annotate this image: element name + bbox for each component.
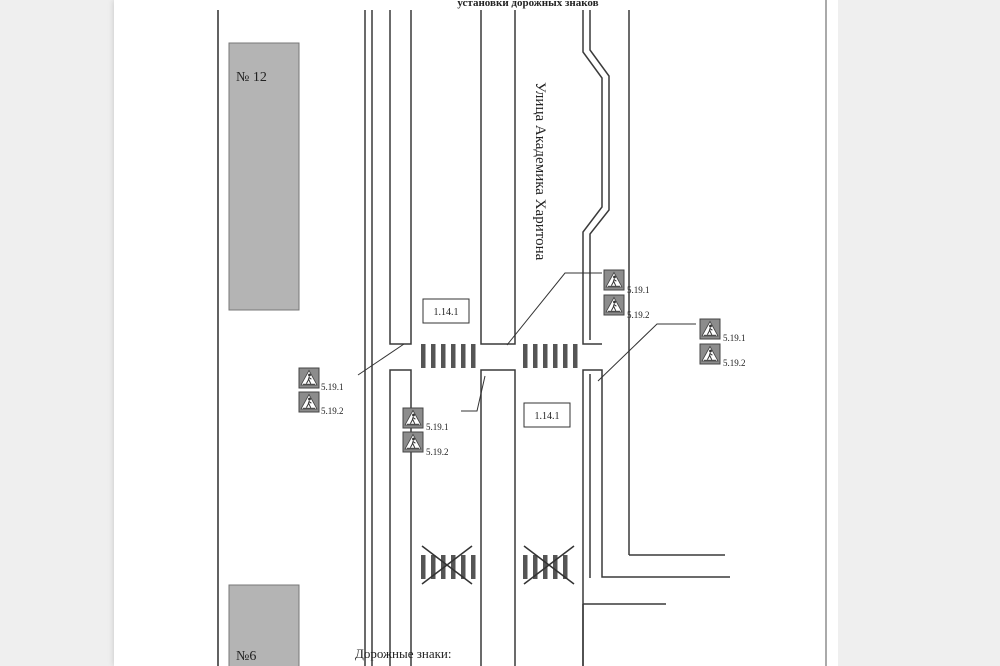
marking-label-bottom: 1.14.1 [523,402,571,428]
sign-group-upper-right: 5.19.1 5.19.2 [603,269,650,320]
pedestrian-crossing-sign-icon [402,407,424,429]
building-6: №6 [228,584,300,666]
pedestrian-crossing-sign-icon [603,294,625,316]
left-margin [0,0,114,666]
pedestrian-crossing-sign-icon [603,269,625,291]
crosswalk-right [523,344,578,368]
crossed-out-crosswalk-icon [421,545,476,585]
sign-code-5-19-2: 5.19.2 [627,310,650,320]
sign-code-5-19-2: 5.19.2 [723,358,746,368]
road-lines [364,10,730,666]
pedestrian-crossing-sign-icon [699,343,721,365]
legend-title: Дорожные знаки: [355,646,451,661]
sign-group-center: 5.19.1 5.19.2 [402,407,449,457]
sign-code-5-19-2: 5.19.2 [426,447,449,457]
pedestrian-crossing-sign-icon [298,391,320,413]
pedestrian-crossing-sign-icon [402,431,424,453]
crosswalk-left [421,344,476,368]
leader-lines [357,272,696,412]
sign-code-5-19-1: 5.19.1 [426,422,449,432]
street-name: Улица Академика Харитона [532,82,548,261]
sign-group-far-right: 5.19.1 5.19.2 [699,318,746,368]
sign-group-left: 5.19.1 5.19.2 [298,367,344,416]
svg-text:1.14.1: 1.14.1 [535,411,560,422]
header-title: установки дорожных знаков [457,0,598,9]
sign-code-5-19-1: 5.19.1 [723,333,746,343]
crossed-out-crosswalk-icon [523,545,575,585]
sign-code-5-19-1: 5.19.1 [627,285,650,295]
pedestrian-crossing-sign-icon [298,367,320,389]
pedestrian-crossing-sign-icon [699,318,721,340]
svg-text:1.14.1: 1.14.1 [434,307,459,318]
sign-code-5-19-2: 5.19.2 [321,406,344,416]
building-12: № 12 [228,42,300,311]
building-6-label: №6 [236,649,256,664]
building-12-label: № 12 [236,70,267,85]
marking-label-top: 1.14.1 [422,298,470,324]
right-margin [838,0,1000,666]
sign-code-5-19-1: 5.19.1 [321,382,344,392]
